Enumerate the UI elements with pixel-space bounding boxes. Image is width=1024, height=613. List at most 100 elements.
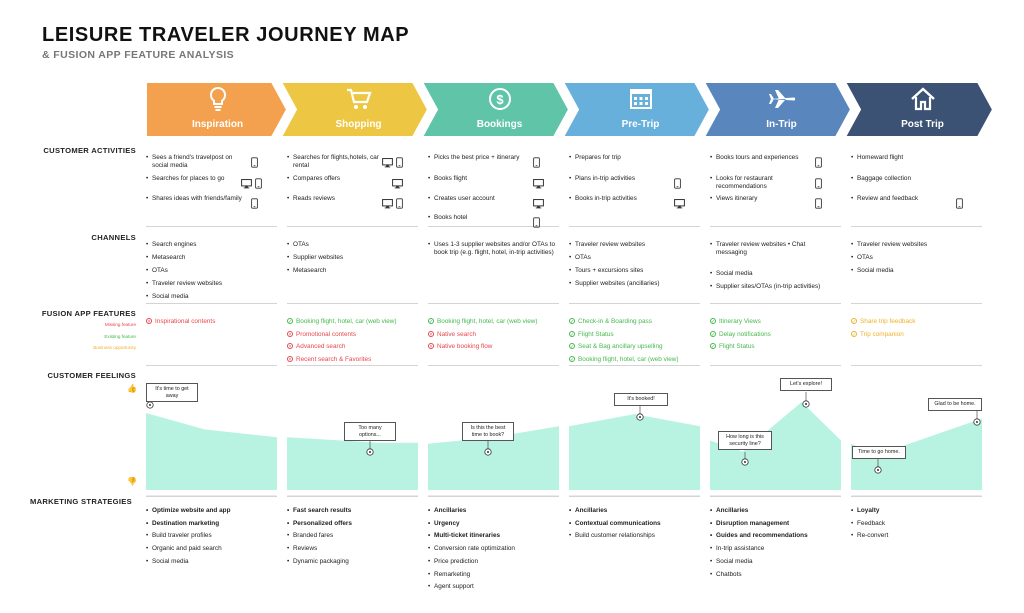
feature-text: Share trip feedback xyxy=(860,318,916,325)
channel-text: Traveler review websites xyxy=(146,280,273,288)
feeling-marker-inspiration-dot xyxy=(149,404,151,406)
channel-item: OTAs xyxy=(569,254,696,262)
marketing-item: Build traveler profiles xyxy=(146,532,273,540)
channel-item: OTAs xyxy=(146,267,273,275)
page-subtitle: & FUSION APP FEATURE ANALYSIS xyxy=(42,49,235,61)
section-divider xyxy=(851,496,982,497)
marketing-text: Conversion rate optimization xyxy=(428,545,555,553)
activity-item: Review and feedback xyxy=(851,195,951,203)
section-divider xyxy=(851,365,982,366)
desktop-icon xyxy=(392,176,403,194)
stage-label-inspiration: Inspiration xyxy=(191,119,244,130)
desktop-icon xyxy=(533,176,544,194)
feature-business: ✓Trip companion xyxy=(851,331,904,339)
feature-missing: ×Promotional contents xyxy=(287,331,356,339)
channel-item: Traveler review websites xyxy=(146,280,273,288)
activity-text: Shares ideas with friends/family xyxy=(146,195,246,203)
activity-text: Reads reviews xyxy=(287,195,382,203)
marketing-item: Social media xyxy=(710,558,837,566)
feeling-marker-bookings xyxy=(484,448,492,456)
marketing-item: Personalized offers xyxy=(287,520,414,528)
section-divider xyxy=(710,365,841,366)
activity-item: Books tours and experiences xyxy=(710,154,810,162)
channel-item: Social media xyxy=(851,267,978,275)
marketing-item: Feedback xyxy=(851,520,978,528)
feeling-quote-in-trip-high: Let's explore! xyxy=(780,378,832,391)
channel-item: Traveler review websites xyxy=(851,241,978,249)
section-label-features: FUSION APP FEATURES xyxy=(41,309,136,318)
svg-text:$: $ xyxy=(496,92,504,107)
stage-label-post-trip: Post Trip xyxy=(901,119,944,130)
feeling-marker-pre-trip-dot xyxy=(639,416,641,418)
phone-icon xyxy=(815,155,822,173)
marketing-item: Fast search results xyxy=(287,507,414,515)
channel-item: Metasearch xyxy=(287,267,414,275)
activity-text: Looks for restaurant recommendations xyxy=(710,175,810,191)
channel-item: Social media xyxy=(146,293,273,301)
channel-item: OTAs xyxy=(287,241,414,249)
activity-text: Books in-trip activities xyxy=(569,195,669,203)
marketing-item: Ancillaries xyxy=(428,507,555,515)
check-circle-icon: ✓ xyxy=(851,318,857,326)
feeling-marker-in-trip-high-dot xyxy=(805,403,807,405)
marketing-text: Re-convert xyxy=(851,532,978,540)
feature-text: Promotional contents xyxy=(296,330,357,338)
section-divider xyxy=(428,365,559,366)
marketing-text: Feedback xyxy=(851,520,978,528)
marketing-text: Destination marketing xyxy=(146,520,273,528)
feeling-marker-shopping-dot xyxy=(369,451,371,453)
channel-text: OTAs xyxy=(287,241,414,249)
marketing-text: Agent support xyxy=(428,583,555,591)
feature-existing: ✓Itinerary Views xyxy=(710,318,761,326)
feature-text: Check-in & Boarding pass xyxy=(578,318,652,325)
section-divider xyxy=(428,226,559,227)
stage-label-pre-trip: Pre-Trip xyxy=(621,119,660,130)
channel-text: OTAs xyxy=(146,267,273,275)
channel-item: Metasearch xyxy=(146,254,273,262)
phone-icon xyxy=(251,155,258,173)
legend-missing: Missing feature xyxy=(104,322,136,327)
phone-icon xyxy=(815,176,822,194)
shopping-cart-icon xyxy=(344,85,374,113)
phone-icon xyxy=(255,176,262,194)
feature-existing: ✓Seat & Bag ancillary upselling xyxy=(569,343,663,351)
marketing-text: Organic and paid search xyxy=(146,545,273,553)
phone-icon xyxy=(674,176,681,194)
marketing-item: Guides and recommendations xyxy=(710,532,837,540)
activity-text: Sees a friend's travelpost on social med… xyxy=(146,154,246,170)
marketing-text: Guides and recommendations xyxy=(710,532,837,540)
section-divider xyxy=(710,226,841,227)
activity-item: Books in-trip activities xyxy=(569,195,669,203)
marketing-text: Loyalty xyxy=(851,507,978,515)
x-circle-icon: × xyxy=(428,330,434,338)
channel-text: Supplier sites/OTAs (in-trip activities) xyxy=(710,283,837,291)
feature-text: Native booking flow xyxy=(437,343,493,350)
feeling-marker-pre-trip xyxy=(636,413,644,421)
marketing-text: Ancillaries xyxy=(428,507,555,515)
marketing-text: Branded fares xyxy=(287,532,414,540)
feeling-marker-post-trip-high-dot xyxy=(976,421,978,423)
channel-text: Metasearch xyxy=(146,254,273,262)
feature-existing: ✓Delay notifications xyxy=(710,331,771,339)
check-circle-icon: ✓ xyxy=(710,330,716,338)
marketing-item: Social media xyxy=(146,558,273,566)
check-circle-icon: ✓ xyxy=(428,318,434,326)
feature-existing: ✓Check-in & Boarding pass xyxy=(569,318,652,326)
marketing-text: Fast search results xyxy=(287,507,414,515)
x-circle-icon: × xyxy=(146,318,152,326)
marketing-item: In-trip assistance xyxy=(710,545,837,553)
feature-text: Booking flight, hotel, car (web view) xyxy=(437,318,538,325)
desktop-icon xyxy=(382,155,393,173)
marketing-item: Conversion rate optimization xyxy=(428,545,555,553)
marketing-item: Price prediction xyxy=(428,558,555,566)
feeling-marker-in-trip-low xyxy=(741,458,749,466)
phone-icon xyxy=(396,155,403,173)
feature-text: Flight Status xyxy=(578,330,614,338)
airplane-icon xyxy=(767,85,797,113)
section-label-feelings: CUSTOMER FEELINGS xyxy=(47,371,136,380)
activity-item: Plans in-trip activities xyxy=(569,175,669,183)
feature-existing: ✓Flight Status xyxy=(569,331,614,339)
section-divider xyxy=(428,496,559,497)
feeling-quote-pre-trip: It's booked! xyxy=(614,393,668,406)
feeling-area-3 xyxy=(569,414,700,490)
